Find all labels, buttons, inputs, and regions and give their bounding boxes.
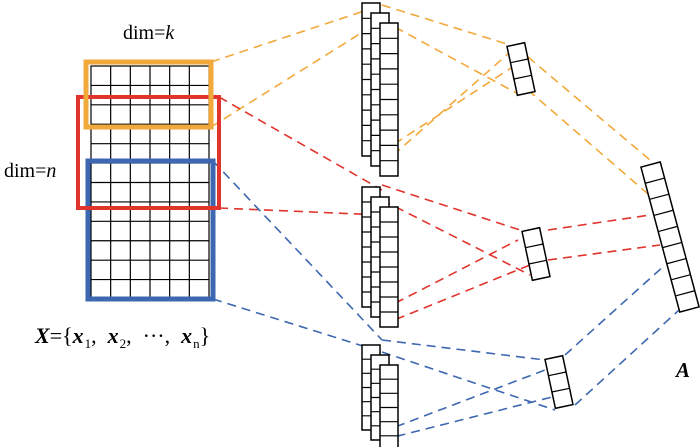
pooled-vector-box [544, 354, 574, 410]
dim-n-label: dim=n [4, 160, 56, 183]
set-var: X [35, 323, 50, 348]
input-set-label: X={x1, x2, ···, xn} [35, 323, 211, 351]
output-label: A [676, 358, 691, 382]
dashed-connection-blue [381, 394, 561, 441]
sep-2: , [126, 323, 132, 348]
dashed-connection-red [381, 184, 521, 231]
output-vector-cell [662, 241, 682, 249]
output-vector-cell [649, 193, 670, 200]
output-vector-cell [675, 290, 695, 297]
xn-sub: n [193, 336, 200, 351]
feature-map-stack [361, 344, 399, 447]
dashed-connection-blue [574, 299, 691, 406]
dashed-connection-blue [381, 339, 546, 361]
pooled-vector-cell [548, 371, 567, 377]
dashed-connection-blue [381, 351, 556, 411]
connection-lines [210, 4, 691, 441]
pooled-vector-box [506, 41, 536, 97]
filter-window-blue [85, 158, 216, 302]
dashed-connection-red [381, 264, 531, 326]
set-close: } [199, 323, 211, 348]
dim-k-var: k [165, 22, 175, 44]
dashed-connection-red [547, 214, 651, 231]
feature-map [379, 364, 399, 447]
dim-k-label: dim=k [123, 22, 174, 45]
dashed-connection-red [218, 96, 383, 191]
output-vector-cell [666, 257, 687, 265]
input-matrix [90, 65, 210, 300]
feature-map-stack [361, 186, 399, 328]
pooled-vector-cell [513, 74, 532, 80]
dashed-connection-orange [210, 4, 383, 63]
pooled-vector-cell [510, 58, 529, 64]
dashed-connection-orange [381, 44, 519, 166]
dim-k-prefix: dim= [123, 22, 166, 44]
dashed-connection-red [381, 239, 519, 311]
sep-3: , [164, 323, 171, 348]
output-vector-cell [670, 274, 691, 281]
dots: ··· [142, 323, 165, 348]
x2-var: x [107, 323, 119, 348]
pooled-vector [506, 41, 536, 97]
filter-window-red [76, 95, 221, 210]
dashed-connection-orange [527, 89, 656, 201]
pooled-vector-cell [528, 259, 547, 265]
output-vector-cell [658, 225, 678, 233]
x1-sub: 1 [84, 336, 92, 351]
dashed-connection-orange [381, 4, 511, 46]
sep-1: , [91, 323, 97, 348]
x1-var: x [72, 323, 84, 348]
output-vector-a [640, 161, 700, 313]
dim-n-var: n [46, 160, 57, 182]
output-vector-box [640, 161, 700, 313]
x2-sub: 2 [119, 336, 127, 351]
filter-window-orange [83, 59, 214, 130]
feature-columns [361, 2, 574, 447]
output-vector [640, 161, 700, 313]
feature-map-stack [361, 2, 399, 177]
pooled-vector [544, 354, 574, 410]
dashed-connection-orange [527, 56, 651, 161]
output-vector-cell [653, 209, 674, 217]
pooled-vector-cell [551, 387, 570, 393]
dashed-connection-red [381, 199, 531, 276]
xn-var: x [181, 323, 193, 348]
pooled-vector-box [521, 226, 551, 282]
dim-n-prefix: dim= [4, 160, 47, 182]
dashed-connection-blue [212, 160, 383, 341]
output-vector-cell [645, 177, 665, 184]
set-open: ={ [49, 323, 73, 348]
dashed-connection-blue [212, 298, 383, 353]
pooled-vector-cell [525, 243, 544, 249]
dashed-connection-blue [564, 264, 666, 356]
dashed-connection-red [547, 244, 661, 261]
dashed-connection-orange [210, 19, 383, 128]
pooled-vector [521, 226, 551, 282]
dashed-connection-orange [381, 19, 521, 96]
dashed-connection-blue [381, 369, 546, 433]
dashed-connection-red [218, 207, 383, 216]
dashed-connection-orange [381, 56, 529, 153]
